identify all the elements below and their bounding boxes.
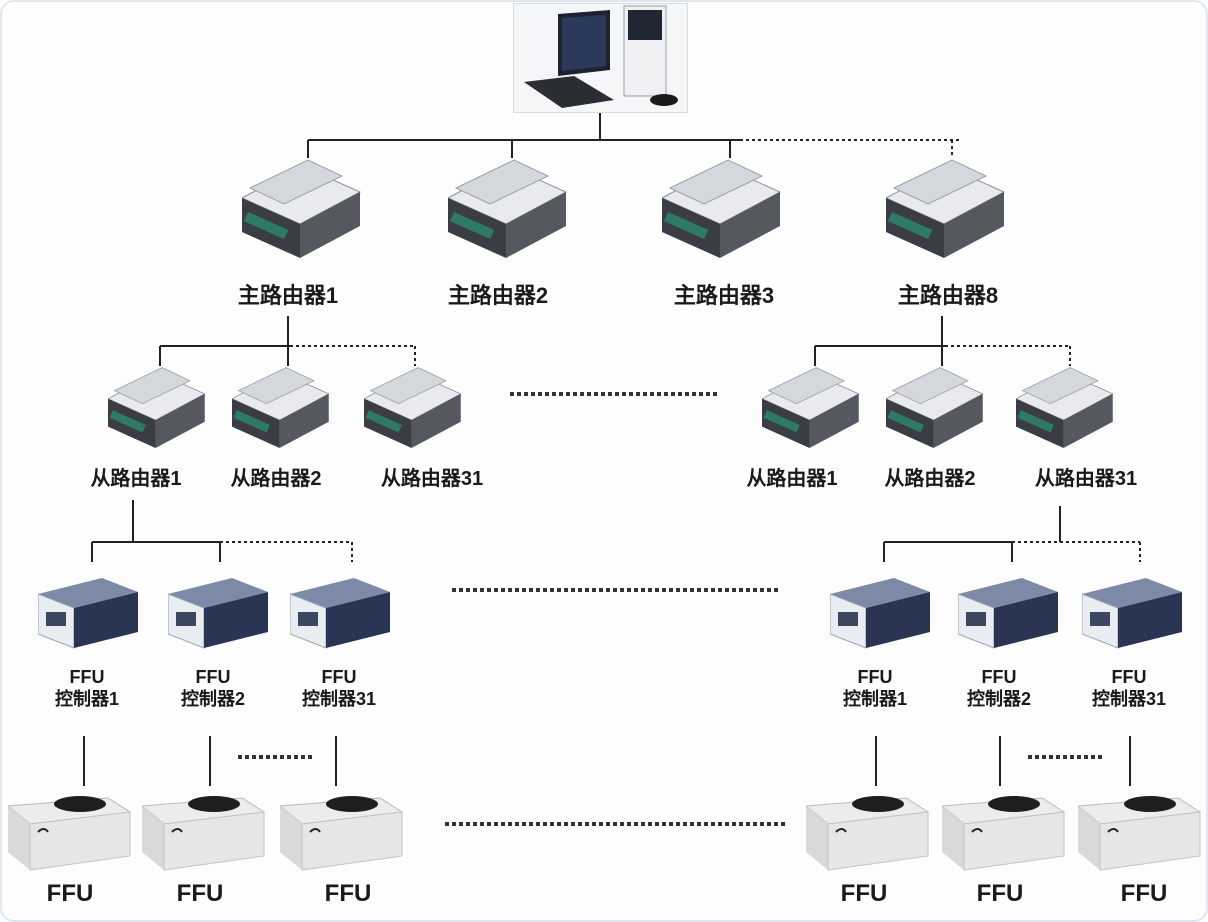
controller-label-line1: FFU <box>1111 667 1147 687</box>
ffu-unit-icon <box>279 795 403 871</box>
desktop-computer-icon <box>524 5 678 108</box>
host-computer <box>513 3 688 113</box>
router-device-icon <box>241 159 361 259</box>
main-router-label: 主路由器2 <box>447 283 549 308</box>
right-ffu-2 <box>941 786 1066 879</box>
router-device-icon <box>231 367 330 449</box>
controller-label-line1: FFU <box>321 667 357 687</box>
controller-label-line2: 控制器31 <box>301 689 377 709</box>
ffu-controller-box-icon <box>957 577 1059 649</box>
sub-router-label: 从路由器31 <box>1034 468 1138 490</box>
controller-label-line2: 控制器1 <box>842 689 907 709</box>
ffu-unit-icon <box>805 795 929 871</box>
main-router-label: 主路由器1 <box>237 283 339 308</box>
router-device-icon <box>885 367 984 449</box>
ffu-controller-box-icon <box>1081 577 1183 649</box>
ffu-label: FFU <box>1120 880 1168 907</box>
left-sub-router-2 <box>231 366 332 460</box>
main-router-1 <box>241 158 364 273</box>
sub-router-label: 从路由器1 <box>90 468 182 490</box>
router-device-icon <box>447 159 567 259</box>
left-controller-2 <box>167 577 270 655</box>
sub-router-label: 从路由器2 <box>230 468 322 490</box>
right-controller-1 <box>829 577 932 655</box>
ffu-unit-icon <box>141 795 265 871</box>
right-sub-router-2 <box>885 366 986 460</box>
main-router-label: 主路由器8 <box>897 283 999 308</box>
controller-label: FFU 控制器31 <box>284 666 394 710</box>
router-device-icon <box>885 159 1005 259</box>
ffu-label: FFU <box>324 880 372 907</box>
ffu-controller-box-icon <box>289 577 391 649</box>
main-router-2 <box>447 158 570 273</box>
controller-label-line1: FFU <box>857 667 893 687</box>
router-device-icon <box>107 367 206 449</box>
controller-label-line2: 控制器31 <box>1091 689 1167 709</box>
left-controller-1 <box>37 577 140 655</box>
router-device-icon <box>363 367 462 449</box>
controller-label: FFU 控制器31 <box>1074 666 1184 710</box>
router-device-icon <box>1015 367 1114 449</box>
controller-label: FFU 控制器2 <box>158 666 268 710</box>
right-ffu-31 <box>1077 786 1202 879</box>
main-router-3 <box>661 158 784 273</box>
controller-label-line2: 控制器1 <box>54 689 119 709</box>
left-controller-31 <box>289 577 392 655</box>
right-controller-2 <box>957 577 1060 655</box>
ffu-unit-icon <box>941 795 1065 871</box>
sub-router-label: 从路由器31 <box>380 468 484 490</box>
controller-label-line1: FFU <box>69 667 105 687</box>
controller-label-line2: 控制器2 <box>966 689 1031 709</box>
sub-router-label: 从路由器2 <box>884 468 976 490</box>
right-ffu-1 <box>805 786 930 879</box>
left-ffu-2 <box>141 786 266 879</box>
controller-label: FFU 控制器1 <box>32 666 142 710</box>
ffu-label: FFU <box>976 880 1024 907</box>
right-sub-router-1 <box>761 366 862 460</box>
sub-router-label: 从路由器1 <box>746 468 838 490</box>
right-controller-31 <box>1081 577 1184 655</box>
ffu-controller-box-icon <box>167 577 269 649</box>
controller-label: FFU 控制器1 <box>820 666 930 710</box>
left-ffu-31 <box>279 786 404 879</box>
main-router-label: 主路由器3 <box>673 283 775 308</box>
main-router-8 <box>885 158 1008 273</box>
left-ffu-1 <box>7 786 132 879</box>
left-sub-router-1 <box>107 366 208 460</box>
controller-label-line1: FFU <box>195 667 231 687</box>
router-device-icon <box>661 159 781 259</box>
controller-label: FFU 控制器2 <box>944 666 1054 710</box>
router-device-icon <box>761 367 860 449</box>
ffu-controller-box-icon <box>829 577 931 649</box>
ffu-label: FFU <box>176 880 224 907</box>
controller-label-line2: 控制器2 <box>180 689 245 709</box>
ffu-unit-icon <box>1077 795 1201 871</box>
controller-label-line1: FFU <box>981 667 1017 687</box>
left-sub-router-31 <box>363 366 464 460</box>
ffu-label: FFU <box>46 880 94 907</box>
ffu-unit-icon <box>7 795 131 871</box>
right-sub-router-31 <box>1015 366 1116 460</box>
ffu-label: FFU <box>840 880 888 907</box>
ffu-controller-box-icon <box>37 577 139 649</box>
